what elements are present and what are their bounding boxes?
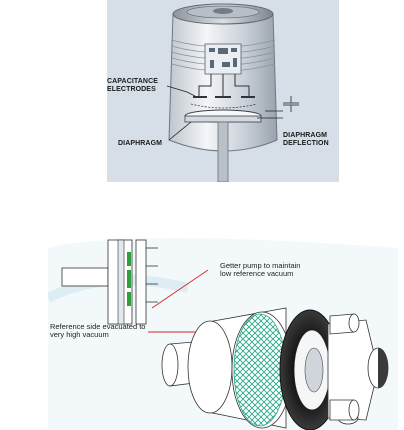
electrode-plates	[193, 96, 255, 98]
stud-top-end	[348, 313, 360, 333]
diaphragm-label: DIAPHRAGM	[118, 140, 163, 147]
diaphragm-deflection-label: DIAPHRAGM DEFLECTION	[283, 132, 329, 148]
inlet-cylinder-end	[161, 343, 179, 387]
reference-label-line2: very high vacuum	[50, 330, 109, 340]
manometer-illustration	[166, 3, 299, 182]
cavity-dashes	[190, 103, 258, 109]
getter-label-line1: Getter pump to maintain	[220, 261, 301, 270]
sensor-illustration	[48, 238, 398, 430]
inlet-tube	[217, 121, 229, 182]
diaphragm-base	[184, 115, 262, 123]
leader-lines	[166, 85, 299, 141]
electrode-strips	[127, 252, 131, 306]
connector-icon	[213, 8, 233, 14]
electrode-leads	[198, 74, 250, 96]
deflection-label-line1: DIAPHRAGM	[283, 132, 328, 139]
deflection-label-line2: DEFLECTION	[283, 139, 329, 147]
feedthrough-pins	[146, 247, 158, 303]
capacitance-label-line1: CAPACITANCE	[107, 78, 159, 85]
capacitance-electrodes-label: CAPACITANCE ELECTRODES	[107, 78, 158, 94]
seal-core	[304, 347, 324, 393]
rear-body	[327, 319, 379, 421]
diaphragm-section	[117, 239, 125, 325]
reference-label-line1: Reference side evacuated to	[50, 322, 146, 331]
end-cap-shade	[378, 348, 388, 388]
reference-chamber	[135, 239, 147, 325]
capacitance-manometer-figure	[107, 0, 339, 182]
getter-mesh	[233, 313, 287, 427]
getter-pump-label: Getter pump to maintain low reference va…	[220, 261, 301, 279]
housing-front	[187, 320, 233, 414]
stud-bottom-end	[348, 399, 360, 421]
capacitance-label-line2: ELECTRODES	[107, 85, 156, 93]
getter-label-line2: low reference vacuum	[220, 269, 294, 279]
reference-side-label: Reference side evacuated to very high va…	[50, 322, 146, 340]
port-tube	[61, 267, 109, 287]
board-components	[209, 48, 237, 68]
getter-pump-sensor-figure	[48, 228, 398, 430]
